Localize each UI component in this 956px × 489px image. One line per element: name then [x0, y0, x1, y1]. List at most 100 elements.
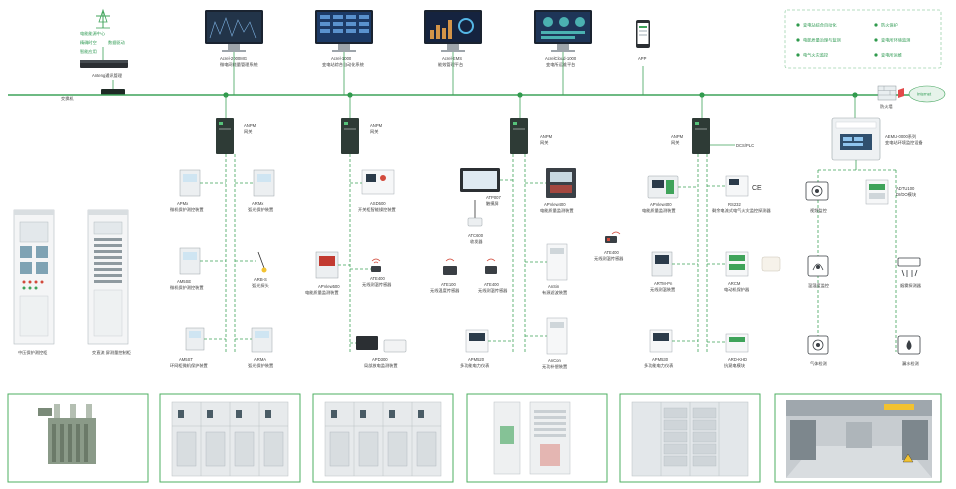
low-voltage-cabinet-photo	[631, 401, 749, 477]
legend-left-column: 变电站综合自动化 电能质量治理与监测 电气火灾监控	[796, 22, 841, 59]
device-ansin	[546, 243, 568, 281]
monitor-3	[424, 10, 482, 52]
photo-frame-6	[774, 393, 942, 483]
c8-3-desc: 气体检测	[810, 360, 827, 367]
gateway-device-3	[510, 118, 528, 154]
c2-1-model: ARMx	[252, 201, 264, 206]
comm-gateway-device	[80, 60, 128, 68]
device-apd300	[356, 336, 407, 353]
c5-1-model: APView400	[544, 202, 566, 207]
gas-detector-icon	[807, 335, 829, 355]
c3-4-desc: 局部放电监测装置	[364, 362, 398, 369]
photo-frame-3	[312, 393, 454, 483]
gateway-device-2	[341, 118, 359, 154]
device-apm530	[649, 329, 673, 353]
monitor-2	[315, 10, 373, 52]
temp-humidity-icon	[807, 255, 829, 277]
app-label: APP	[638, 56, 647, 61]
transformer-photo	[38, 404, 96, 464]
c6-4-desc: 多功能电力仪表	[644, 362, 674, 369]
arc-sensor-icon	[257, 251, 267, 273]
monitor-2-model: Acrel-1000	[331, 56, 352, 61]
cabinet-2	[87, 209, 129, 345]
c3-2-model: APView500	[318, 284, 340, 289]
device-touchscreen	[460, 168, 500, 192]
wireless-sensor-icon-4	[605, 231, 621, 243]
c4-3-desc: 无线温度传感器	[430, 287, 460, 294]
cabinet-2-label: 交直流 屏测量控制柜	[92, 349, 131, 356]
c7-1-model: RS232	[728, 202, 741, 207]
gateway-2-model: ANPM	[370, 123, 383, 128]
wireless-sensor-icon-3	[485, 258, 497, 274]
smoke-detector-icon	[897, 257, 921, 277]
c6-3-model: ARTM-Pn	[654, 281, 673, 286]
device-am5se	[179, 247, 201, 275]
gateway-device-4	[692, 118, 710, 154]
gateway-3-model: ANPM	[540, 134, 553, 139]
cabinet-1-label: 中压保护测控柜	[18, 349, 47, 356]
photo-frame-5	[619, 393, 761, 483]
aemu-environment-monitor	[831, 117, 881, 161]
c3-4-model: APD300	[372, 357, 388, 362]
device-arma	[251, 327, 273, 353]
monitor-4	[534, 10, 592, 52]
device-adtu100	[865, 179, 889, 205]
photo-frame-2	[159, 393, 301, 483]
cloud-center-line4: 智能应用	[80, 48, 97, 55]
device-armx	[253, 169, 275, 197]
switchgear-photo-1	[171, 401, 289, 477]
c5-3-desc: 无功补偿装置	[542, 363, 567, 370]
filter-cabinet-photo	[493, 401, 571, 475]
c9-1-model: ADTU100	[896, 186, 915, 191]
c3-1-model: ASD500	[370, 201, 386, 206]
c2-3-model: ARMA	[254, 357, 266, 362]
c8-2-desc: 温湿度监控	[808, 282, 830, 289]
c6-1-model: ATE400	[604, 250, 619, 255]
gateway-3-desc: 网关	[540, 139, 548, 146]
c3-2-desc: 电能质量监测装置	[305, 289, 339, 296]
c5-1-desc: 电能质量监测装置	[540, 207, 574, 214]
water-leak-icon	[897, 335, 921, 355]
c7-3-model: ARD-KHD	[728, 357, 747, 362]
legend-item-5: 变电所环境监测	[881, 37, 910, 44]
legend-item-2: 电能质量治理与监测	[803, 37, 841, 44]
device-ard-khd	[725, 333, 749, 353]
c4-4-model: ATE400	[484, 282, 499, 287]
c4-2-desc: 收发器	[470, 238, 483, 245]
switch-label: 交换机	[61, 95, 74, 102]
monitor-1-desc: 微电网能量管理系统	[220, 61, 258, 68]
c5-2-desc: 有源滤波装置	[542, 289, 567, 296]
legend-right-column: 防火保护 变电所环境监测 变电所运维	[874, 22, 910, 59]
monitor-4-desc: 变电所运维平台	[546, 61, 575, 68]
c2-2-model: ARB-S	[254, 277, 267, 282]
c1-3-model: AM5ST	[179, 357, 193, 362]
function-legend-box	[784, 9, 942, 69]
device-apm520	[465, 329, 489, 353]
c6-2-desc: 电能质量监测装置	[642, 207, 676, 214]
gateway-label: Anteng通讯管理	[92, 72, 123, 79]
receiver-antenna-icon	[467, 200, 483, 227]
photo-frame-1	[7, 393, 149, 483]
cloud-center-line1: 电能能源中心	[80, 30, 106, 37]
aemu-model: AEMU-0000系列	[885, 133, 916, 140]
c1-1-desc: 微机保护测控装置	[170, 206, 204, 213]
legend-item-1: 变电站综合自动化	[803, 22, 837, 29]
c3-1-desc: 开关柜智能操控装置	[358, 206, 396, 213]
c9-1-desc: DI/DO模块	[896, 191, 917, 198]
device-apview500	[315, 251, 339, 279]
device-rs232: CE	[725, 175, 762, 197]
monitor-2-desc: 变电站综合自动化系统	[322, 61, 364, 68]
gateway-4-desc: 网关	[671, 139, 679, 146]
c5-2-model: AnSin	[548, 284, 560, 289]
substation-room-photo	[786, 400, 932, 478]
c2-3-desc: 弧光保护装置	[248, 362, 273, 369]
monitor-1	[205, 10, 263, 52]
device-asd500	[361, 169, 395, 195]
dcs-plc-label: DCS/PLC	[736, 143, 754, 148]
gateway-2-desc: 网关	[370, 128, 378, 135]
c6-3-desc: 无线测温装置	[650, 286, 675, 293]
legend-item-3: 电气火灾监控	[803, 52, 829, 59]
c1-2-model: AM5SE	[177, 279, 191, 284]
c9-3-desc: 漏水检测	[902, 360, 919, 367]
